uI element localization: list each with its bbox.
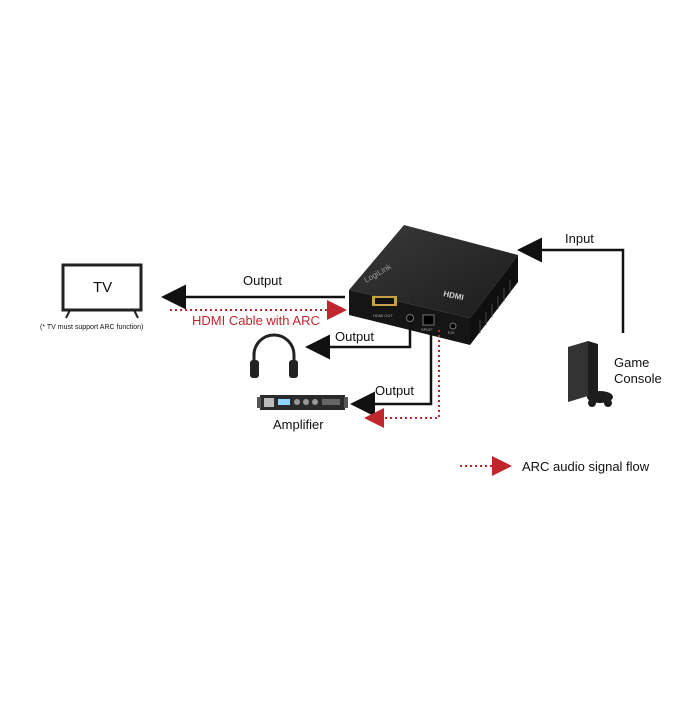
- amplifier-output-arrow: [350, 328, 433, 417]
- input-arrow: [517, 237, 625, 333]
- ir-port: [449, 322, 457, 330]
- arc-to-amplifier-arrow: [364, 330, 440, 428]
- hdmi-arc-label: HDMI Cable with ARC: [192, 313, 320, 328]
- game-console-label-line1: Game: [614, 355, 650, 370]
- tv-icon: [61, 263, 143, 319]
- device-hdmi-mark: HDMI: [443, 289, 465, 302]
- headphone-output-arrow: [305, 322, 412, 360]
- device-port-spdif-label: SPDIF: [421, 327, 433, 332]
- spdif-port: [422, 314, 435, 326]
- headphones-icon: [250, 333, 298, 378]
- headphone-output-label: Output: [335, 329, 375, 344]
- headphone-jack: [406, 314, 414, 322]
- game-console-label-line2: Console: [614, 371, 662, 386]
- hdmi-arc-extractor-device: [349, 225, 518, 345]
- amplifier-label: Amplifier: [273, 417, 324, 432]
- amplifier-icon: [257, 395, 348, 410]
- legend-arc-label: ARC audio signal flow: [522, 459, 650, 474]
- tv-arc-note: (* TV must support ARC function): [40, 324, 144, 331]
- tv-output-label: Output: [243, 273, 283, 288]
- device-port-hdmi-out-label: HDMI OUT: [373, 313, 393, 318]
- input-label: Input: [565, 231, 594, 246]
- game-console-icon: [568, 341, 613, 407]
- tv-label: TV: [93, 279, 113, 296]
- device-vents: [479, 280, 511, 333]
- amplifier-output-label: Output: [375, 383, 415, 398]
- device-port-ir-label: EXI: [448, 330, 454, 335]
